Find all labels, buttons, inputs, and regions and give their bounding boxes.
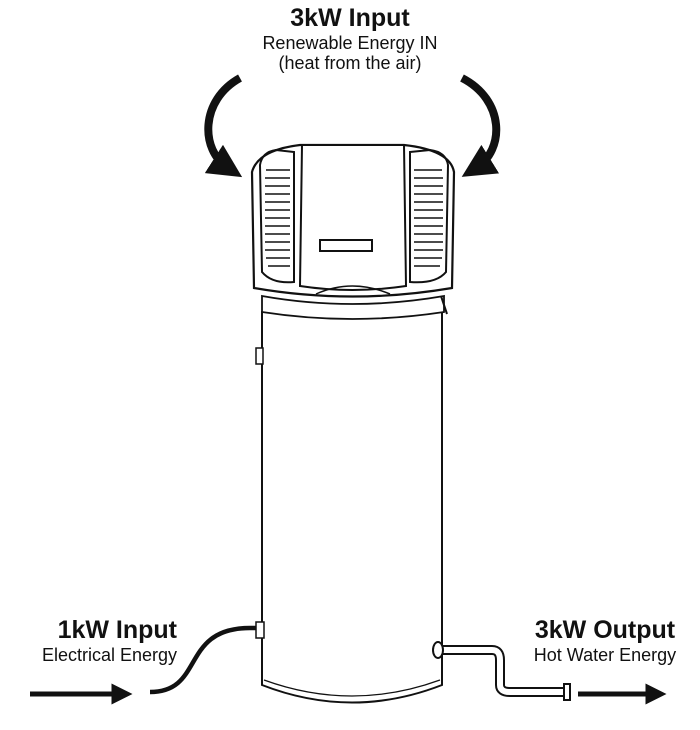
electrical-input-label: 1kW Input Electrical Energy bbox=[2, 616, 177, 665]
electrical-input-subtitle: Electrical Energy bbox=[41, 644, 177, 665]
electrical-input-title: 1kW Input bbox=[57, 616, 177, 644]
electrical-input bbox=[30, 621, 265, 705]
air-in-arrow-right bbox=[460, 74, 501, 177]
hot-water-output bbox=[432, 641, 667, 705]
water-tank bbox=[255, 305, 443, 704]
left-air-grille bbox=[258, 148, 295, 284]
hot-water-output-subtitle: Hot Water Energy bbox=[533, 644, 677, 665]
renewable-input-note: (heat from the air) bbox=[278, 53, 422, 74]
renewable-input-title: 3kW Input bbox=[290, 4, 410, 32]
heat-pump-unit bbox=[250, 143, 456, 320]
air-in-arrow-left bbox=[204, 74, 243, 178]
renewable-input-label: 3kW Input Renewable Energy IN (heat from… bbox=[200, 4, 500, 74]
hot-water-output-title: 3kW Output bbox=[534, 616, 676, 644]
right-air-grille bbox=[409, 148, 450, 284]
hot-water-output-label: 3kW Output Hot Water Energy bbox=[515, 616, 695, 665]
renewable-input-subtitle: Renewable Energy IN bbox=[262, 32, 438, 53]
